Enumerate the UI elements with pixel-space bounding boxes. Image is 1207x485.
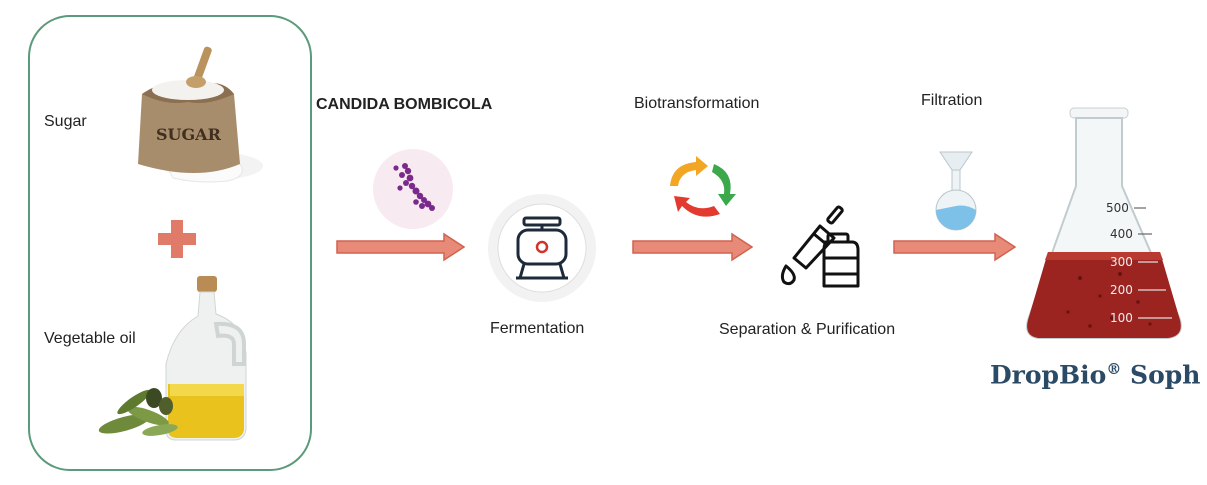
flask-mark-200: 200 [1110,283,1133,297]
filtration-flask-icon [935,151,977,231]
flask-mark-300: 300 [1110,255,1133,269]
cycle-arrows-icon [670,156,736,217]
erlenmeyer-flask-icon: 500 400 300 200 100 [1026,107,1182,339]
arrow-icon [632,232,754,262]
fermentation-label: Fermentation [490,320,585,337]
flask-mark-100: 100 [1110,311,1133,325]
arrow-icon [893,232,1017,262]
dropper-bottle-icon [780,205,860,288]
arrow-icon [336,232,466,262]
product-brand: DropBio [990,360,1107,390]
sugar-sack-icon: SUGAR [138,46,263,183]
plus-icon [158,220,196,258]
sugar-label: Sugar [44,113,87,130]
separation-label: Separation & Purification [719,321,896,338]
microorganism-label: CANDIDA BOMBICOLA [316,96,493,113]
fermenter-icon [488,194,596,302]
filtration-label: Filtration [921,92,983,109]
oil-bottle-icon [98,276,247,441]
biotransformation-label: Biotransformation [634,95,760,112]
flask-mark-500: 500 [1106,201,1129,215]
vegetable-oil-label: Vegetable oil [44,330,136,347]
sugar-bag-text: SUGAR [156,125,222,144]
inputs-panel [28,15,312,471]
product-suffix: Soph L [1130,360,1207,390]
product-name: DropBio® Soph L [990,360,1207,389]
flask-mark-400: 400 [1110,227,1133,241]
registered-mark: ® [1106,360,1122,378]
microbe-icon [373,149,453,229]
